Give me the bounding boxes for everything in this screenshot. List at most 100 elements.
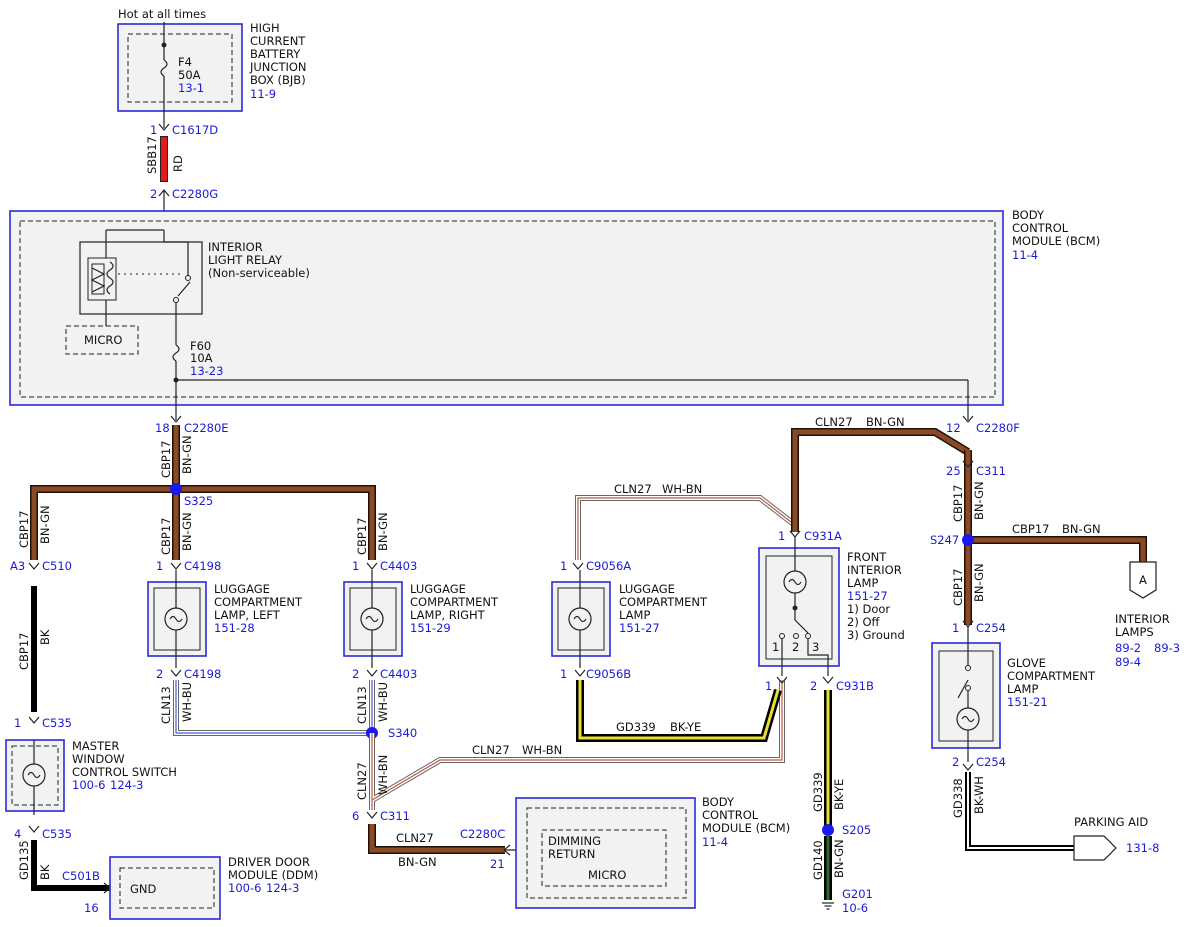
front-label-2: INTERIOR [847,563,902,577]
lug-right-box[interactable] [343,581,403,657]
hot-label: Hot at all times [118,7,206,21]
interior-lamps-connector[interactable] [1129,561,1157,599]
c931a-pin: 1 [778,529,785,543]
front-mode-1: 1) Door [847,602,890,616]
c4403-top[interactable]: C4403 [380,559,417,573]
ddm-ref-2[interactable]: 124-3 [266,881,299,895]
ddm-box[interactable] [109,856,221,920]
interior-label-2: LAMPS [1115,625,1154,639]
bcm2-box[interactable] [515,797,696,909]
s325[interactable]: S325 [184,494,213,508]
glove-box[interactable] [931,642,1001,749]
wire-cln27-whbn-lower[interactable] [371,680,783,810]
c254-bot[interactable]: C254 [976,755,1006,769]
wire-cbp17-7: CBP17 [1012,522,1050,536]
lug-left-box[interactable] [147,581,207,657]
bjb-box[interactable] [117,23,243,112]
glove-ref[interactable]: 151-21 [1007,695,1048,709]
c9056a-pin: 1 [560,559,567,573]
wire-gd338: GD338 [951,778,965,818]
c2280g[interactable]: C2280G [172,187,218,201]
s247[interactable]: S247 [930,533,959,547]
c510[interactable]: C510 [42,559,72,573]
interior-ref-1[interactable]: 89-2 [1115,641,1141,655]
c2280c[interactable]: C2280C [460,827,505,841]
c1617d[interactable]: C1617D [172,123,218,137]
wire-gd140: GD140 [811,840,825,880]
interior-letter: A [1139,573,1147,587]
front-ref[interactable]: 151-27 [847,589,888,603]
bcm-ref[interactable]: 11-4 [1012,248,1038,262]
wire-gd338-bkwh[interactable] [967,772,1074,849]
s205[interactable]: S205 [842,823,871,837]
interior-ref-2[interactable]: 89-3 [1154,641,1180,655]
lug-right-label-3: LAMP, RIGHT [410,608,486,622]
f4-ref[interactable]: 13-1 [178,81,204,95]
c9056a[interactable]: C9056A [586,559,631,573]
interior-ref-3[interactable]: 89-4 [1115,655,1141,669]
splice-s205[interactable] [822,824,834,836]
ground-icon [822,902,834,910]
bcm2-ref[interactable]: 11-4 [702,835,728,849]
wire-bk-1: BK [38,629,52,645]
wire-cln13-whbu[interactable] [175,680,373,734]
parking-label: PARKING AID [1074,815,1148,829]
wire-cbp17-right[interactable] [965,450,1146,625]
wire-cbp17-bus[interactable] [31,486,375,560]
bjb-ref[interactable]: 11-9 [250,87,276,101]
lug-box[interactable] [551,581,611,657]
mwcs-ref-1[interactable]: 100-6 [72,778,105,792]
lug-right-label-1: LUGGAGE [410,582,466,596]
c931b-pin-1: 1 [765,679,772,693]
wire-gd135-bk[interactable] [31,840,110,891]
c4198-top[interactable]: C4198 [184,559,221,573]
glove-label-3: LAMP [1007,682,1038,696]
wire-cln27-1: CLN27 [355,762,369,800]
wire-cln27-2: CLN27 [472,743,510,757]
wire-bngn-3: BN-GN [180,512,194,551]
c2280f[interactable]: C2280F [976,421,1020,435]
s340[interactable]: S340 [388,726,417,740]
c4198-bot[interactable]: C4198 [184,667,221,681]
parking-ref[interactable]: 131-8 [1126,841,1159,855]
lug-ref[interactable]: 151-27 [619,621,660,635]
wire-gd339-bkye-1[interactable] [578,680,780,740]
wire-cln27-bngn-bcm[interactable] [369,824,505,853]
wire-cbp17-1: CBP17 [159,441,173,479]
c4403-bot[interactable]: C4403 [380,667,417,681]
parking-aid-connector[interactable] [1073,835,1117,861]
f60-amps: 10A [190,351,213,365]
ddm-ref-1[interactable]: 100-6 [228,881,261,895]
lug-right-label-2: COMPARTMENT [410,595,499,609]
c931b[interactable]: C931B [836,679,874,693]
wire-cln27-bngn-top[interactable] [792,429,970,532]
wire-bngn-5: BN-GN [398,855,437,869]
lug-right-ref[interactable]: 151-29 [410,621,451,635]
bcm-label-3: MODULE (BCM) [1012,234,1100,248]
front-label-1: FRONT [847,550,887,564]
front-lamp-box[interactable] [758,547,840,667]
c2280f-pin: 12 [946,421,961,435]
g201[interactable]: G201 [842,887,873,901]
bcm2-dim-1: DIMMING [548,834,601,848]
wire-bngn-4: BN-GN [376,512,390,551]
c2280e[interactable]: C2280E [184,421,229,435]
wire-cln27-4: CLN27 [614,482,652,496]
c931a[interactable]: C931A [804,529,842,543]
c535-top[interactable]: C535 [42,716,72,730]
f60-ref[interactable]: 13-23 [190,364,223,378]
fuse-f4-icon [160,59,168,77]
g201-ref[interactable]: 10-6 [842,901,868,915]
c9056b[interactable]: C9056B [586,667,631,681]
splice-s325[interactable] [170,483,182,495]
wire-cln13-1: CLN13 [159,686,173,724]
splice-s247[interactable] [962,534,974,546]
mwcs-ref-2[interactable]: 124-3 [110,778,143,792]
c501b[interactable]: C501B [62,869,100,883]
wire-whbn-2: WH-BN [522,743,562,757]
c311a[interactable]: C311 [976,464,1006,478]
lug-left-ref[interactable]: 151-28 [214,621,255,635]
c254-top[interactable]: C254 [976,621,1006,635]
c535-bot[interactable]: C535 [42,827,72,841]
c311b[interactable]: C311 [380,809,410,823]
